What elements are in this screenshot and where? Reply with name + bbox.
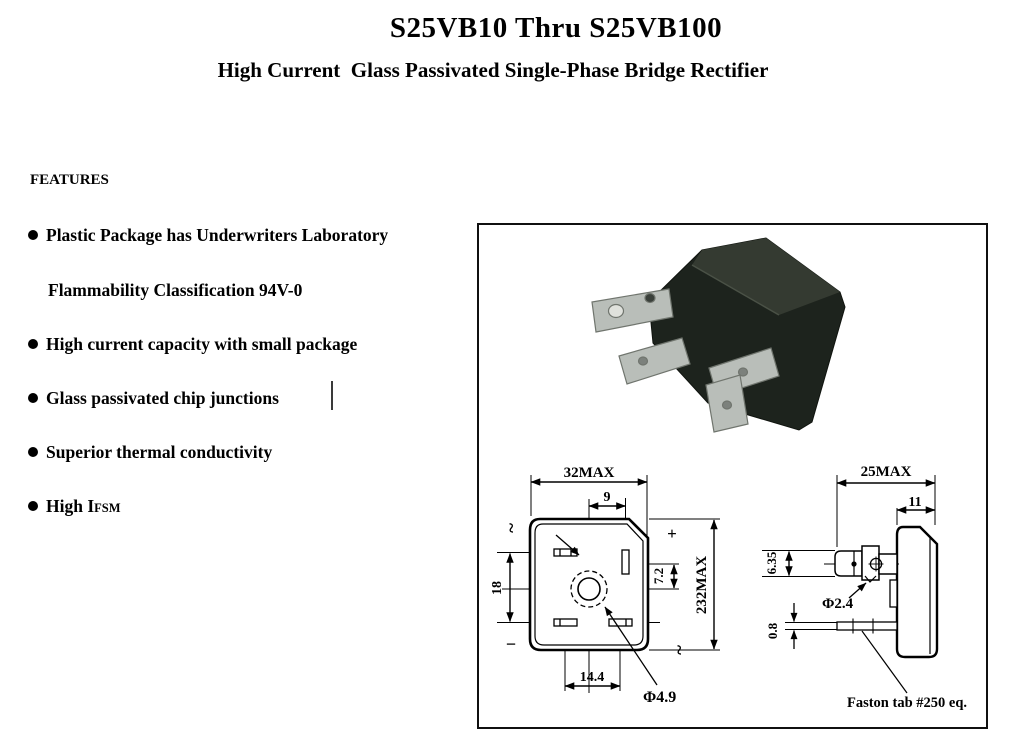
terminal-symbol-ac-bottom: ~ bbox=[668, 645, 689, 655]
tab-notch bbox=[864, 575, 877, 583]
figure-box: 32MAX 9 232MAX 7.2 18 14.4 Φ4.9 ~ + − ~ bbox=[477, 223, 988, 729]
dim-label-tab-hole: Φ2.4 bbox=[822, 596, 854, 612]
tab-boss bbox=[889, 579, 898, 608]
tab-center-dot bbox=[851, 561, 857, 567]
photo-tab-hole bbox=[637, 356, 649, 366]
photo-edge-highlight bbox=[691, 264, 780, 316]
terminal-slot bbox=[553, 618, 578, 627]
figure-svg: 32MAX 9 232MAX 7.2 18 14.4 Φ4.9 ~ + − ~ bbox=[490, 237, 967, 711]
bullet-icon bbox=[28, 393, 38, 403]
feature-item-continued: Flammability Classification 94V-0 bbox=[48, 280, 302, 304]
hole-leader-line bbox=[604, 606, 658, 686]
photo-tab-hole bbox=[607, 303, 625, 319]
photo-faston-tab bbox=[618, 337, 691, 385]
dim-label-hole: Φ4.9 bbox=[643, 689, 676, 706]
photo-tab-hole bbox=[644, 292, 656, 304]
side-view-drawing bbox=[762, 475, 939, 694]
photo-tabs bbox=[591, 288, 780, 433]
feature-text: High current capacity with small package bbox=[46, 334, 358, 354]
feature-item: Superior thermal conductivity bbox=[28, 442, 272, 466]
front-view-labels: 32MAX 9 232MAX 7.2 18 14.4 Φ4.9 ~ + − ~ bbox=[490, 465, 710, 706]
pointer-arrow bbox=[555, 534, 580, 556]
front-view-drawing bbox=[497, 475, 720, 693]
photo-tab-hole bbox=[721, 400, 733, 410]
lower-tab-edge bbox=[836, 621, 898, 631]
package-outline-outer bbox=[528, 517, 650, 652]
dim-label-body-thickness: 11 bbox=[908, 495, 921, 510]
feature-text: Plastic Package has Underwriters Laborat… bbox=[46, 225, 389, 245]
feature-item: High IFSM bbox=[28, 496, 121, 520]
dim-label-tab-thickness: 0.8 bbox=[765, 622, 780, 639]
side-view-labels: 25MAX 11 6.35 Φ2.4 0.8 Faston tab #250 e… bbox=[764, 464, 967, 711]
feature-text: Flammability Classification 94V-0 bbox=[48, 280, 303, 300]
feature-text: Superior thermal conductivity bbox=[46, 442, 273, 462]
terminal-slot bbox=[621, 549, 630, 575]
dim-label-left-pins: 18 bbox=[490, 581, 505, 595]
dim-label-pin-to-center: 7.2 bbox=[651, 568, 666, 584]
package-outline-inner bbox=[534, 523, 644, 646]
bullet-icon bbox=[28, 447, 38, 457]
tab-tip bbox=[834, 550, 863, 577]
feature-text-main: High I bbox=[46, 496, 95, 516]
dim-label-height: 232MAX bbox=[694, 556, 710, 614]
dim-label-pin-offset: 9 bbox=[604, 490, 611, 505]
feature-text: Glass passivated chip junctions bbox=[46, 388, 279, 408]
feature-text-subscript: FSM bbox=[94, 501, 121, 515]
terminal-symbol-minus: − bbox=[506, 634, 516, 654]
dim-label-depth: 25MAX bbox=[861, 464, 912, 480]
features-heading: FEATURES bbox=[30, 172, 109, 188]
feature-item: Glass passivated chip junctions bbox=[28, 388, 279, 412]
feature-item: High current capacity with small package bbox=[28, 334, 357, 358]
faston-note: Faston tab #250 eq. bbox=[847, 695, 967, 711]
terminal-slot bbox=[608, 618, 633, 627]
text-cursor bbox=[331, 381, 333, 410]
terminal-symbol-plus: + bbox=[667, 524, 677, 543]
side-body-outline bbox=[895, 525, 939, 659]
dim-label-tab-width: 6.35 bbox=[764, 551, 779, 574]
photo-package-top-face bbox=[692, 238, 840, 315]
faston-leader-line bbox=[861, 630, 908, 694]
photo-tab-hole bbox=[737, 367, 749, 377]
terminal-symbol-ac-top: ~ bbox=[500, 523, 521, 533]
feature-item: Plastic Package has Underwriters Laborat… bbox=[28, 225, 388, 249]
tab-hole-leader bbox=[848, 582, 867, 599]
mounting-hole-dashed-circle bbox=[570, 570, 608, 608]
dim-label-bottom-pins: 14.4 bbox=[580, 670, 605, 685]
dim-label-width: 32MAX bbox=[564, 465, 615, 481]
doc-title: S25VB10 Thru S25VB100 bbox=[389, 12, 723, 44]
mounting-hole-circle bbox=[577, 577, 601, 601]
product-photo bbox=[591, 237, 846, 433]
bullet-icon bbox=[28, 230, 38, 240]
feature-text: High IFSM bbox=[46, 496, 121, 517]
doc-subtitle: High Current Glass Passivated Single-Pha… bbox=[217, 58, 769, 82]
bullet-icon bbox=[28, 501, 38, 511]
bullet-icon bbox=[28, 339, 38, 349]
